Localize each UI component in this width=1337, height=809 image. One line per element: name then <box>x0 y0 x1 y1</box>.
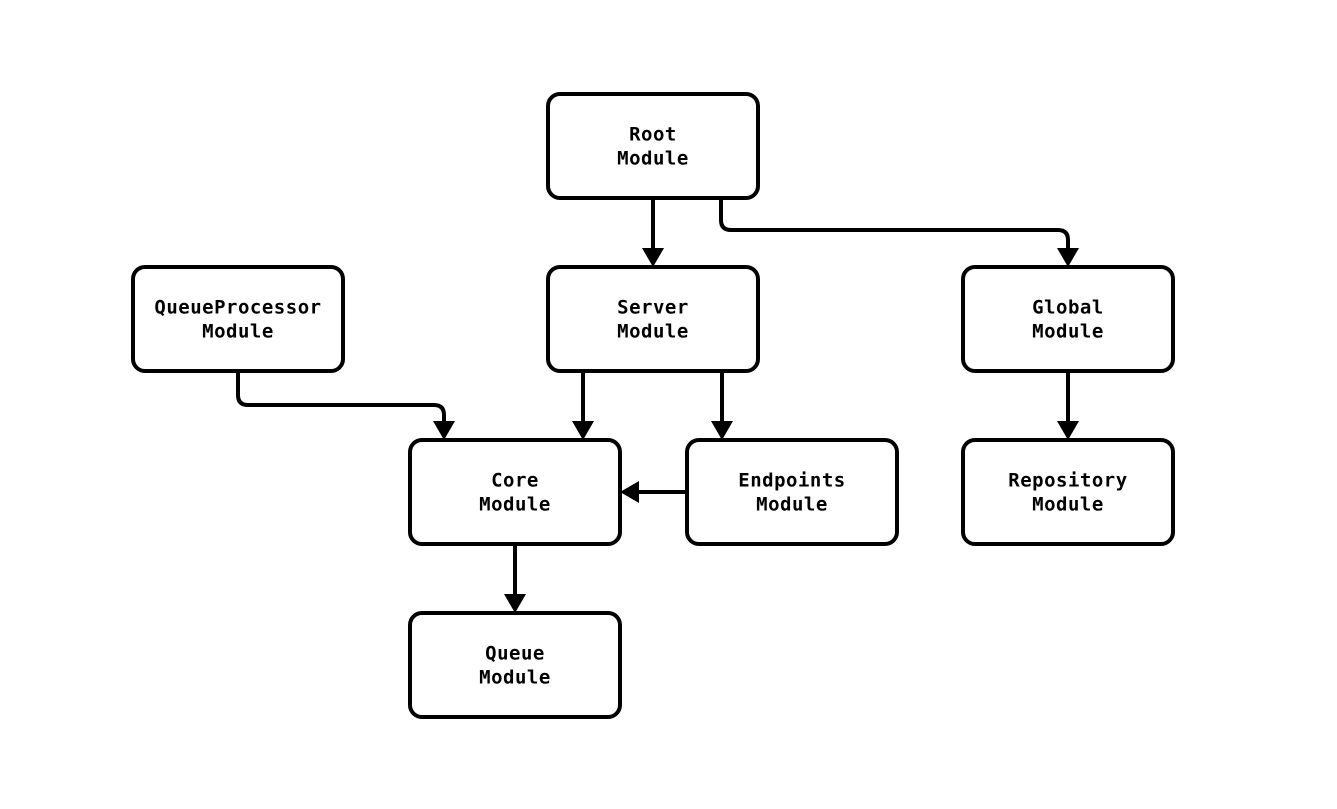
arrowhead-icon <box>572 421 594 440</box>
node-label-line2: Module <box>479 667 551 689</box>
edge-line <box>236 371 446 422</box>
arrowhead-icon <box>620 481 639 503</box>
node-label-line1: QueueProcessor <box>154 297 321 319</box>
node-label-line1: Server <box>617 297 689 319</box>
edge-line <box>719 198 1070 249</box>
node-label-line1: Root <box>629 124 677 146</box>
node-label-line1: Repository <box>1008 470 1127 492</box>
node-box[interactable] <box>961 265 1175 373</box>
arrowhead-icon <box>1057 421 1079 440</box>
node-label-line2: Module <box>617 148 689 170</box>
node-box[interactable] <box>961 438 1175 546</box>
edge-server-to-core <box>572 371 594 440</box>
arrowhead-icon <box>1057 248 1079 267</box>
edge-layer <box>236 198 1079 613</box>
arrowhead-icon <box>642 248 664 267</box>
node-box[interactable] <box>408 611 622 719</box>
node-box[interactable] <box>131 265 345 373</box>
node-label-line2: Module <box>617 321 689 343</box>
edge-root-to-server <box>642 198 664 267</box>
arrowhead-icon <box>504 594 526 613</box>
node-label-line1: Endpoints <box>738 470 845 492</box>
edge-core-to-queue <box>504 544 526 613</box>
edge-server-to-endpoints <box>711 371 733 440</box>
node-label-line1: Core <box>491 470 539 492</box>
node-box[interactable] <box>685 438 899 546</box>
node-label-line2: Module <box>479 494 551 516</box>
node-label-line2: Module <box>756 494 828 516</box>
node-label-line2: Module <box>1032 321 1104 343</box>
arrowhead-icon <box>711 421 733 440</box>
edge-global-to-repository <box>1057 371 1079 440</box>
edge-endpoints-to-core <box>620 481 687 503</box>
node-layer: RootModuleQueueProcessorModuleServerModu… <box>131 92 1175 719</box>
node-label-line1: Queue <box>485 643 545 665</box>
edge-queueprocessor-to-core <box>236 371 455 440</box>
edge-root-to-global <box>719 198 1079 267</box>
node-label-line2: Module <box>1032 494 1104 516</box>
node-label-line1: Global <box>1032 297 1104 319</box>
node-label-line2: Module <box>202 321 274 343</box>
node-box[interactable] <box>546 265 760 373</box>
node-box[interactable] <box>408 438 622 546</box>
node-box[interactable] <box>546 92 760 200</box>
arrowhead-icon <box>433 421 455 440</box>
